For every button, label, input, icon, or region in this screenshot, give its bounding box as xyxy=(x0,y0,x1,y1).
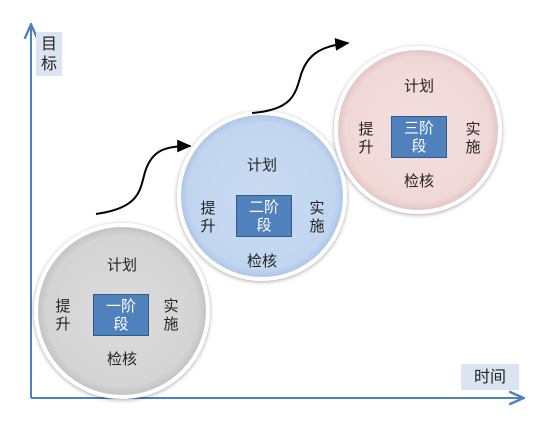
phase-3-improve-label: 提 升 xyxy=(358,120,374,156)
phase-1-check-label: 检核 xyxy=(106,350,137,368)
y-axis-label: 目 标 xyxy=(36,32,62,76)
phase-2-implement-label: 实 施 xyxy=(309,199,325,235)
x-axis-label: 时间 xyxy=(461,364,519,390)
phase-1-plan-label: 计划 xyxy=(106,256,137,274)
phase-2-check-label: 检核 xyxy=(246,252,277,270)
phase-3-stage-box: 三阶 段 xyxy=(391,116,447,158)
phase-1-implement-label: 实 施 xyxy=(163,297,179,333)
phase-3-plan-label: 计划 xyxy=(403,77,434,95)
transition-arrow-2 xyxy=(251,38,350,114)
phase-2-improve-label: 提 升 xyxy=(200,199,216,235)
phase-3-implement-label: 实 施 xyxy=(465,120,481,156)
phase-2-plan-label: 计划 xyxy=(246,156,277,174)
phase-2-stage-box: 二阶 段 xyxy=(236,195,292,237)
phase-1-improve-label: 提 升 xyxy=(55,297,71,333)
transition-arrow-1 xyxy=(95,139,192,215)
phase-1-stage-box: 一阶 段 xyxy=(93,294,149,336)
phase-3-check-label: 检核 xyxy=(403,172,434,190)
